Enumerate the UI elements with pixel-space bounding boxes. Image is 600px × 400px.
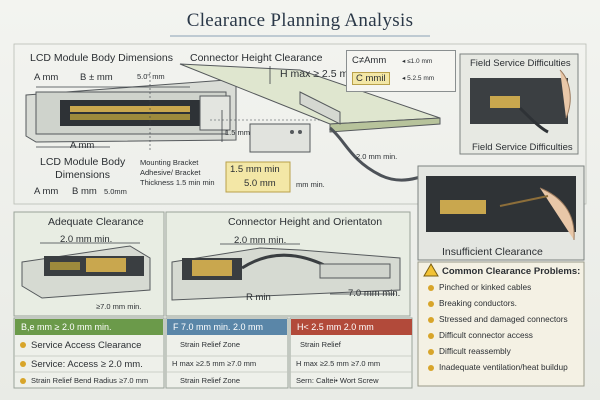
- dim-5: 5.0" mm: [137, 72, 165, 81]
- col3-r3: Sern: Caltei• Wort Screw: [296, 376, 379, 385]
- problem-item: Breaking conductors.: [428, 298, 517, 308]
- col1-r3: Strain Relief Bend Radius ≥7.0 mm: [20, 376, 148, 385]
- mount1: Mounting Bracket: [140, 158, 199, 167]
- field-service-caption: Field Service Difficulties: [472, 142, 573, 153]
- dim-a2: A mm: [70, 140, 95, 151]
- min-20: 2.0 mm min.: [356, 152, 398, 161]
- problem-item: Difficult connector access: [428, 330, 533, 340]
- connector-r: R min: [246, 292, 271, 303]
- bullet-icon: [428, 316, 434, 323]
- col1-r2: Service: Access ≥ 2.0 mm.: [20, 359, 143, 370]
- problem-item: Pinched or kinked cables: [428, 282, 531, 292]
- dim-a: A mm: [34, 72, 59, 83]
- c-mmil-note: ◂ 5.2.5 mm: [402, 75, 435, 82]
- bar-blue: F 7.0 mm min. 2.0 mm: [167, 319, 287, 335]
- mount2: Adhesive/ Bracket: [140, 168, 201, 177]
- dim-a3: A mm: [34, 186, 59, 197]
- dim-15: 1.5 mm: [225, 128, 251, 137]
- c-y-note: ◂ ≤1.0 mm: [402, 58, 433, 65]
- mm-min: mm min.: [296, 180, 325, 189]
- m50: 5.0 mm: [244, 178, 276, 189]
- lcd-module-drawing: [25, 79, 237, 143]
- col2-r2: H max ≥2.5 mm ≥7.0 mm: [172, 359, 257, 368]
- lcd-dims-label: LCD Module Body Dimensions: [30, 52, 173, 64]
- c-mmil: C mmil: [352, 72, 390, 85]
- lcd-dims-label2: LCD Module Body Dimensions: [40, 156, 126, 181]
- connector-drawing: [171, 247, 401, 301]
- bullet-icon: [20, 361, 26, 368]
- dim-b: B ± mm: [80, 72, 113, 83]
- bar-red: H< 2.5 mm 2.0 mm: [291, 319, 412, 335]
- col2-r3: Strain Relief Zone: [180, 376, 241, 385]
- col3-r2: H max ≥2.5 mm ≥7.0 mm: [296, 359, 381, 368]
- c-y: C≠Amm: [352, 55, 387, 66]
- h-max: H max ≥ 2.5 mm: [280, 68, 357, 80]
- bullet-icon: [428, 364, 434, 371]
- bar-green: B,e mm ≥ 2.0 mm min.: [15, 319, 163, 335]
- bullet-icon: [20, 342, 26, 349]
- connector-height-label: Connector Height Clearance: [190, 52, 323, 64]
- connector-title: Connector Height and Orientaton: [228, 216, 383, 228]
- col2-r1: Strain Relief Zone: [180, 340, 241, 349]
- bullet-icon: [20, 378, 26, 385]
- mount3: Thickness 1.5 min min: [140, 178, 215, 187]
- clearance-callout: [346, 50, 456, 92]
- problems-title: Common Clearance Problems:: [442, 266, 581, 277]
- adequate-drawing: [21, 245, 151, 299]
- dim-b3: B mm: [72, 186, 97, 197]
- bullet-icon: [428, 300, 434, 307]
- m15: 1.5 mm min: [230, 164, 280, 175]
- field-service-label: Field Service Difficulties: [470, 58, 571, 69]
- bullet-icon: [428, 348, 434, 355]
- bullet-icon: [428, 332, 434, 339]
- adequate-70: ≥7.0 mm min.: [96, 302, 142, 311]
- col1-r1: Service Access Clearance: [20, 340, 141, 351]
- dim-50: 5.0mm: [104, 187, 127, 196]
- problem-item: Stressed and damaged connectors: [428, 314, 568, 324]
- problem-item: Inadequate ventilation/heat buildup: [428, 362, 568, 372]
- adequate-min: 2.0 mm min.: [60, 234, 113, 245]
- problem-item: Difficult reassembly: [428, 346, 511, 356]
- adequate-title: Adequate Clearance: [48, 216, 144, 228]
- page-title: Clearance Planning Analysis: [186, 10, 414, 31]
- connector-min: 2.0 mm min.: [234, 235, 287, 246]
- connector-70: 7.0 mm min.: [348, 288, 401, 299]
- col3-r1: Strain Relief: [300, 340, 341, 349]
- insufficient-label: Insufficient Clearance: [442, 246, 543, 258]
- bullet-icon: [428, 284, 434, 291]
